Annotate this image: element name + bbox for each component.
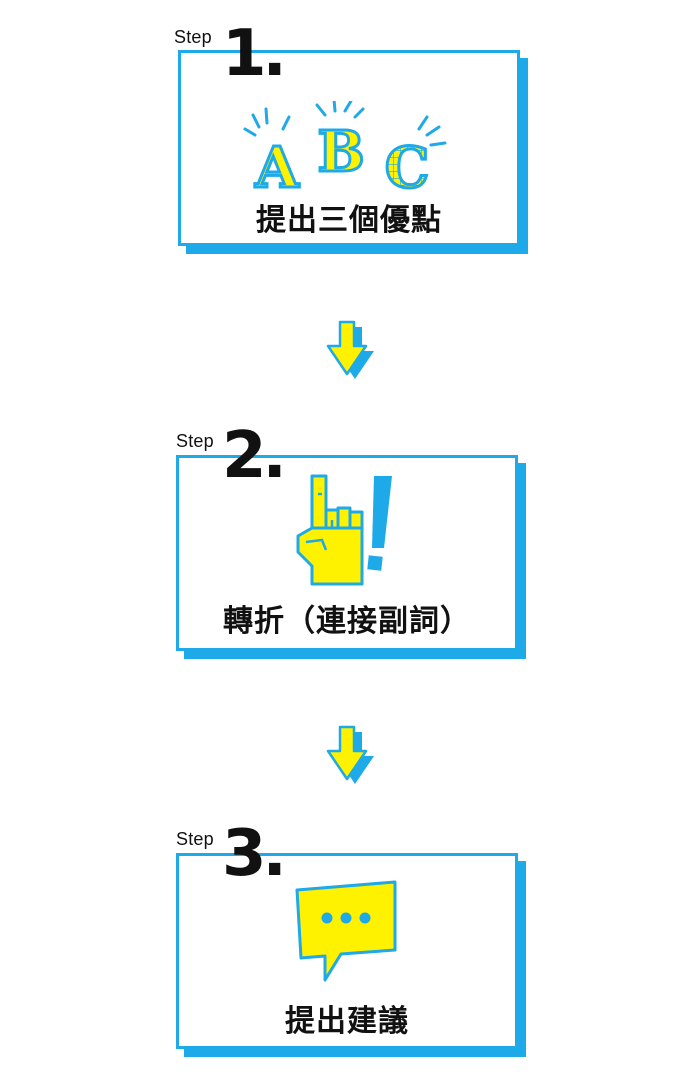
- abc-letters-icon: A B C: [181, 101, 517, 191]
- step-1-number: 1.: [222, 17, 287, 91]
- step-1: Step 1.: [0, 0, 700, 260]
- bubble-dot: [359, 912, 371, 924]
- step-2-label: Step: [176, 431, 214, 451]
- down-arrow-icon: [326, 320, 374, 379]
- letter-a: A: [254, 135, 300, 191]
- letter-c: C: [385, 135, 430, 191]
- step-2-number: 2.: [222, 419, 287, 493]
- hand-exclamation-icon: [179, 474, 515, 592]
- letter-b: B: [317, 119, 364, 185]
- step-1-card: A B C 提出三個優點: [178, 50, 520, 246]
- step-1-title: 提出三個優點: [256, 203, 442, 238]
- step-3-card: 提出建議: [176, 853, 518, 1049]
- speech-bubble-icon: [179, 878, 515, 984]
- step-2-card: 轉折（連接副詞）: [176, 455, 518, 651]
- step-2: Step 2.: [176, 419, 526, 659]
- step-3-title: 提出建議: [285, 1004, 409, 1039]
- bubble-dot: [321, 912, 333, 924]
- down-arrow-icon: [326, 725, 374, 784]
- step-3-label: Step: [176, 829, 214, 849]
- step-2-title: 轉折（連接副詞）: [223, 604, 471, 639]
- step-3-number: 3.: [222, 817, 287, 891]
- bubble-dot: [340, 912, 352, 924]
- step-1-label: Step: [174, 27, 212, 47]
